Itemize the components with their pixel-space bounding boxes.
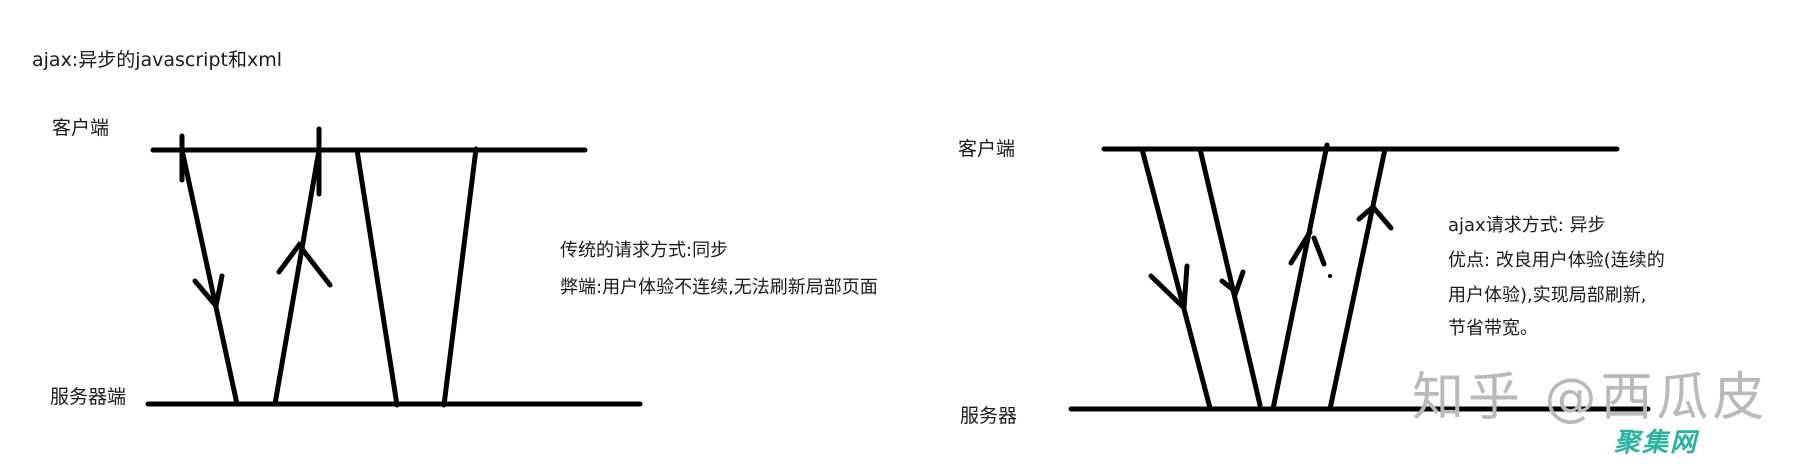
async-request-arrow-down-icon-1 (1148, 263, 1190, 314)
watermark-site-logo: 聚集网 (1614, 428, 1699, 458)
async-description-line-2: 优点: 改良用户体验(连续的 (1448, 250, 1665, 271)
sync-client-label: 客户端 (52, 117, 110, 139)
sync-request-line-2 (354, 147, 400, 408)
sync-request-line-1 (179, 147, 240, 407)
sync-description-line-1: 传统的请求方式:同步 (560, 240, 729, 261)
async-description-line-1: ajax请求方式: 异步 (1448, 215, 1606, 236)
async-stray-dot (1328, 274, 1332, 278)
sync-diagram (145, 126, 643, 408)
async-diagram (1068, 142, 1651, 412)
sync-server-label: 服务器端 (50, 386, 127, 408)
async-client-label: 客户端 (958, 138, 1016, 160)
async-request-line-1 (1139, 146, 1213, 411)
async-server-label: 服务器 (960, 405, 1018, 427)
async-description-line-3: 用户体验),实现局部刷新, (1448, 285, 1647, 306)
async-response-line-1 (1270, 142, 1330, 412)
sync-response-arrow-up-icon (276, 240, 333, 288)
sync-description-line-2: 弊端:用户体验不连续,无法刷新局部页面 (560, 277, 878, 298)
async-response-arrow-up-icon-2 (1356, 203, 1394, 231)
async-request-line-2 (1197, 146, 1263, 408)
diagram-title: ajax:异步的javascript和xml (32, 49, 282, 71)
async-response-arrow-wing (1311, 235, 1327, 267)
watermark-zhihu: 知乎 @西瓜皮 (1412, 368, 1769, 428)
sync-request-arrow-down-icon (192, 273, 225, 312)
async-request-arrow-down-icon-2 (1219, 269, 1246, 297)
async-response-line-2 (1327, 146, 1388, 412)
async-response-arrow-up-icon-1 (1288, 229, 1313, 266)
async-description-line-4: 节省带宽。 (1448, 318, 1538, 339)
sync-response-line-1 (272, 147, 322, 407)
sync-response-line-2 (441, 146, 479, 408)
